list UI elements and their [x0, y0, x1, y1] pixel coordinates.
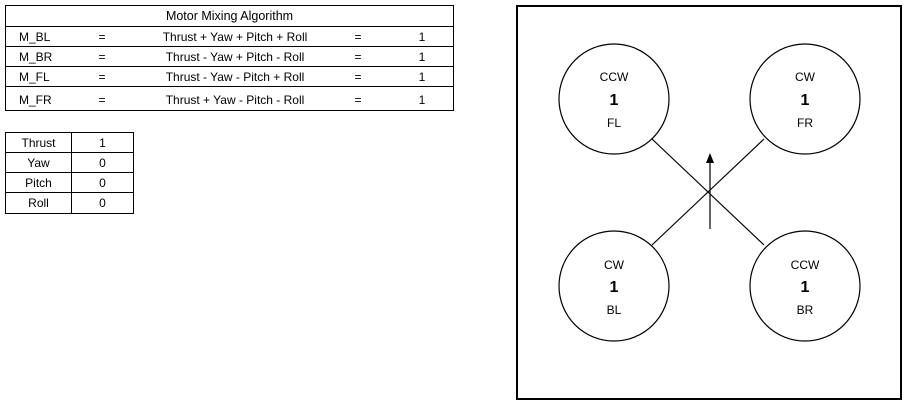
motor-name-cell: M_FR — [19, 93, 52, 107]
input-value[interactable]: 0 — [99, 156, 106, 170]
motor-bl-circle — [558, 230, 670, 342]
motor-bl: CW 1 BL — [558, 230, 670, 342]
mixing-row-br: M_BR = Thrust - Yaw + Pitch - Roll = 1 — [6, 47, 453, 67]
input-label: Thrust — [6, 133, 72, 152]
motor-br-circle — [749, 230, 861, 342]
formula-cell: Thrust - Yaw + Pitch - Roll — [165, 50, 305, 64]
equals-cell: = — [354, 93, 362, 107]
formula-cell: Thrust + Yaw + Pitch + Roll — [162, 30, 308, 44]
result-cell: 1 — [418, 93, 426, 107]
equals-cell: = — [354, 70, 362, 84]
motor-fr-name: FR — [797, 116, 813, 130]
equals-cell: = — [354, 30, 362, 44]
motor-br: CCW 1 BR — [749, 230, 861, 342]
mixing-row-fr: M_FR = Thrust + Yaw - Pitch - Roll = 1 — [6, 87, 453, 110]
motor-br-name: BR — [797, 303, 814, 317]
input-value[interactable]: 0 — [99, 196, 106, 210]
motor-fr-direction: CW — [795, 70, 816, 84]
motor-mixing-table: Motor Mixing Algorithm M_BL = Thrust + Y… — [5, 5, 454, 111]
control-inputs-table: Thrust 1 Yaw 0 Pitch 0 Roll 0 — [5, 132, 134, 214]
input-row-yaw: Yaw 0 — [6, 153, 133, 173]
motor-fl-direction: CCW — [600, 70, 629, 84]
motor-name-cell: M_BR — [19, 50, 53, 64]
input-value[interactable]: 1 — [99, 136, 106, 150]
input-label: Roll — [6, 193, 72, 213]
equals-cell: = — [98, 93, 106, 107]
input-label: Pitch — [6, 173, 72, 192]
motor-fr-circle — [749, 43, 861, 155]
motor-bl-value: 1 — [610, 279, 619, 296]
input-value[interactable]: 0 — [99, 176, 106, 190]
formula-cell: Thrust - Yaw - Pitch + Roll — [165, 70, 305, 84]
motor-fr: CW 1 FR — [749, 43, 861, 155]
motor-br-value: 1 — [801, 279, 810, 296]
motor-bl-name: BL — [607, 303, 622, 317]
mixing-row-bl: M_BL = Thrust + Yaw + Pitch + Roll = 1 — [6, 27, 453, 47]
motor-bl-direction: CW — [604, 258, 625, 272]
equals-cell: = — [354, 50, 362, 64]
mixing-table-title: Motor Mixing Algorithm — [6, 6, 453, 27]
motor-fr-value: 1 — [801, 92, 810, 109]
equals-cell: = — [98, 50, 106, 64]
equals-cell: = — [98, 70, 106, 84]
input-label: Yaw — [6, 153, 72, 172]
quadcopter-svg: CCW 1 FL CW 1 FR CW 1 BL CCW 1 BR — [516, 5, 902, 400]
motor-fl: CCW 1 FL — [558, 43, 670, 155]
motor-fl-name: FL — [607, 116, 621, 130]
result-cell: 1 — [418, 50, 426, 64]
result-cell: 1 — [418, 30, 426, 44]
arm-fr-bl — [651, 138, 765, 246]
equals-cell: = — [98, 30, 106, 44]
quadcopter-diagram: CCW 1 FL CW 1 FR CW 1 BL CCW 1 BR — [516, 5, 902, 400]
motor-name-cell: M_BL — [19, 30, 51, 44]
input-row-pitch: Pitch 0 — [6, 173, 133, 193]
input-row-roll: Roll 0 — [6, 193, 133, 213]
formula-cell: Thrust + Yaw - Pitch - Roll — [165, 93, 305, 107]
motor-fl-circle — [558, 43, 670, 155]
input-row-thrust: Thrust 1 — [6, 133, 133, 153]
up-arrow-icon — [706, 153, 714, 229]
motor-br-direction: CCW — [791, 258, 820, 272]
mixing-row-fl: M_FL = Thrust - Yaw - Pitch + Roll = 1 — [6, 67, 453, 87]
result-cell: 1 — [418, 70, 426, 84]
motor-name-cell: M_FL — [19, 70, 50, 84]
motor-fl-value: 1 — [610, 92, 619, 109]
